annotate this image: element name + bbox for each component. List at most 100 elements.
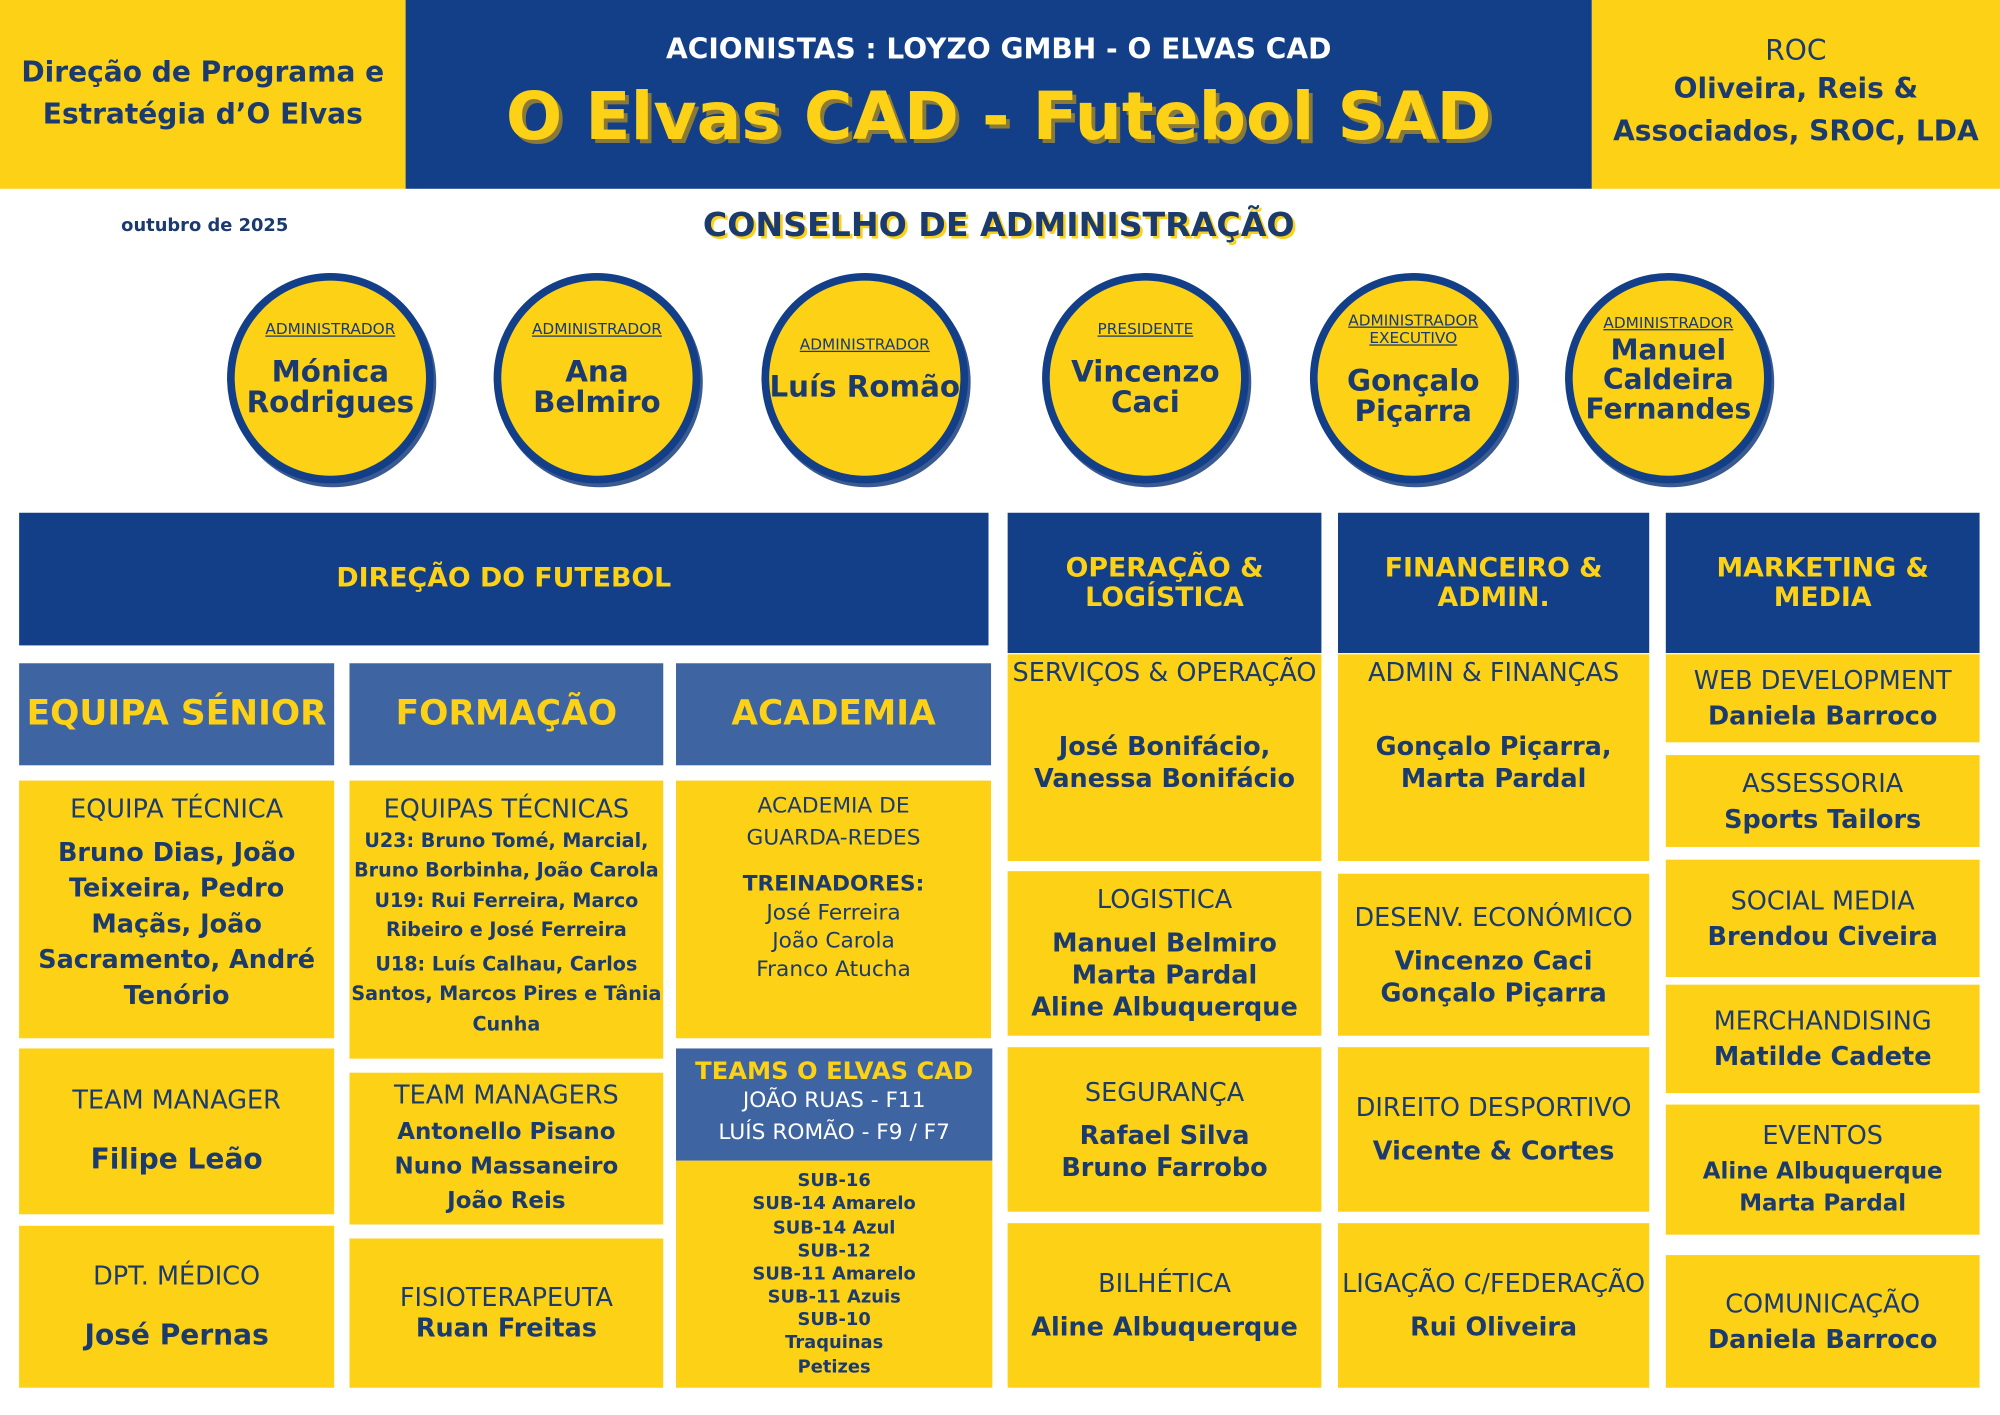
box-names: José Pernas bbox=[84, 1319, 269, 1352]
box-label: FISIOTERAPEUTA bbox=[399, 1281, 613, 1313]
box-label: COMUNICAÇÃO bbox=[1725, 1287, 1921, 1319]
shareholders-text: ACIONISTAS : LOYZO GMBH - O ELVAS CAD bbox=[666, 33, 1332, 66]
squad-item: SUB-10 bbox=[797, 1310, 871, 1331]
box-label: ACADEMIA DE GUARDA-REDES bbox=[746, 793, 921, 851]
trainer: Franco Atucha bbox=[756, 956, 911, 982]
box-label: SEGURANÇA bbox=[1084, 1075, 1245, 1107]
squad-item: SUB-14 Amarelo bbox=[752, 1194, 916, 1215]
box-names: Sports Tailors bbox=[1724, 802, 1922, 834]
department-box: ADMIN & FINANÇAS Gonçalo Piçarra, Marta … bbox=[1337, 654, 1650, 861]
board-member-0: ADMINISTRADOR Mónica Rodrigues bbox=[227, 272, 434, 484]
box-label: WEB DEVELOPMENT bbox=[1693, 664, 1952, 696]
formation-title: FORMAÇÃO bbox=[395, 694, 618, 734]
box-label: DPT. MÉDICO bbox=[93, 1259, 261, 1291]
box-names: Vincenzo Caci Gonçalo Piçarra bbox=[1380, 944, 1607, 1008]
department-box: SOCIAL MEDIA Brendou Civeira bbox=[1665, 859, 1980, 978]
box-label: SERVIÇOS & OPERAÇÃO bbox=[1012, 656, 1317, 688]
football-direction-header: DIREÇÃO DO FUTEBOL bbox=[19, 512, 989, 646]
trainer: José Ferreira bbox=[766, 899, 901, 926]
box-label: DESENV. ECONÓMICO bbox=[1354, 901, 1633, 932]
u18-staff: U18: Luís Calhau, Carlos Santos, Marcos … bbox=[351, 952, 662, 1036]
trainers-label: TREINADORES: bbox=[742, 871, 925, 898]
box-label: LOGISTICA bbox=[1096, 883, 1233, 915]
board-member-3: PRESIDENTE Vincenzo Caci bbox=[1042, 272, 1249, 484]
department-box: MERCHANDISING Matilde Cadete bbox=[1665, 984, 1980, 1094]
box-names: Antonello Pisano Nuno Massaneiro João Re… bbox=[394, 1118, 619, 1215]
box-names: Bruno Dias, João Teixeira, Pedro Maçãs, … bbox=[38, 836, 316, 1011]
box-names: Rui Oliveira bbox=[1410, 1311, 1578, 1342]
board-name: Luís Romão bbox=[769, 370, 961, 404]
board-name: Manuel Caldeira Fernandes bbox=[1585, 335, 1752, 427]
teams-line: LUÍS ROMÃO - F9 / F7 bbox=[718, 1120, 950, 1146]
box-label: TEAM MANAGERS bbox=[394, 1079, 619, 1110]
department-box: LIGAÇÃO C/FEDERAÇÃO Rui Oliveira bbox=[1337, 1223, 1650, 1388]
box-label: MERCHANDISING bbox=[1713, 1005, 1932, 1036]
department-box: DIREITO DESPORTIVO Vicente & Cortes bbox=[1337, 1047, 1650, 1212]
box-names: Filipe Leão bbox=[90, 1144, 263, 1177]
medical-department-box: DPT. MÉDICO José Pernas bbox=[19, 1225, 335, 1388]
box-names: Rafael Silva Bruno Farrobo bbox=[1061, 1119, 1268, 1182]
box-names: Brendou Civeira bbox=[1707, 920, 1938, 951]
department-box: BILHÉTICA Aline Albuquerque bbox=[1007, 1223, 1322, 1388]
squad-item: Petizes bbox=[797, 1356, 871, 1378]
box-label: EQUIPA TÉCNICA bbox=[70, 793, 284, 824]
box-names: Ruan Freitas bbox=[415, 1312, 597, 1344]
box-names: Daniela Barroco bbox=[1707, 700, 1938, 731]
u19-staff: U19: Rui Ferreira, Marco Ribeiro e José … bbox=[374, 888, 639, 942]
box-names: Vicente & Cortes bbox=[1372, 1135, 1615, 1166]
board-role: ADMINISTRADOR bbox=[531, 320, 662, 339]
team-managers-box: TEAM MANAGERS Antonello Pisano Nuno Mass… bbox=[349, 1072, 664, 1225]
box-label: ASSESSORIA bbox=[1742, 767, 1904, 798]
department-box: SEGURANÇA Rafael Silva Bruno Farrobo bbox=[1007, 1047, 1322, 1212]
program-direction-box: Direção de Programa e Estratégia d’O Elv… bbox=[0, 0, 406, 189]
board-role: ADMINISTRADOR EXECUTIVO bbox=[1348, 311, 1479, 348]
squad-item: SUB-12 bbox=[797, 1240, 871, 1262]
box-names: Aline Albuquerque bbox=[1031, 1311, 1298, 1342]
teams-line: JOÃO RUAS - F11 bbox=[742, 1087, 926, 1114]
department-box: COMUNICAÇÃO Daniela Barroco bbox=[1665, 1255, 1980, 1388]
technical-staff-box: EQUIPA TÉCNICA Bruno Dias, João Teixeira… bbox=[19, 780, 335, 1039]
title-banner: ACIONISTAS : LOYZO GMBH - O ELVAS CAD O … bbox=[405, 0, 1592, 189]
goalkeeper-academy-box: ACADEMIA DE GUARDA-REDES TREINADORES: Jo… bbox=[676, 780, 992, 1039]
date-label: outubro de 2025 bbox=[121, 215, 289, 236]
board-name: Vincenzo Caci bbox=[1071, 355, 1220, 420]
program-direction-text: Direção de Programa e Estratégia d’O Elv… bbox=[21, 57, 385, 132]
box-label: SOCIAL MEDIA bbox=[1730, 884, 1915, 916]
football-direction-title: DIREÇÃO DO FUTEBOL bbox=[336, 563, 672, 594]
box-names: José Bonifácio, Vanessa Bonifácio bbox=[1033, 730, 1296, 794]
department-header: FINANCEIRO & ADMIN. bbox=[1337, 512, 1650, 654]
academy-title: ACADEMIA bbox=[731, 694, 936, 734]
board-name: Mónica Rodrigues bbox=[246, 355, 415, 420]
squad-item: SUB-11 Amarelo bbox=[752, 1263, 916, 1285]
box-names: Manuel Belmiro Marta Pardal Aline Albuqu… bbox=[1031, 927, 1298, 1022]
box-label: EVENTOS bbox=[1762, 1119, 1883, 1151]
trainer: João Carola bbox=[772, 928, 895, 954]
department-title: MARKETING & MEDIA bbox=[1716, 552, 1929, 613]
box-names: Matilde Cadete bbox=[1713, 1040, 1932, 1072]
board-name: Ana Belmiro bbox=[533, 355, 661, 420]
department-header: MARKETING & MEDIA bbox=[1665, 512, 1980, 654]
academy-header: ACADEMIA bbox=[676, 663, 992, 766]
page-title: O Elvas CAD - Futebol SAD bbox=[505, 78, 1492, 155]
department-box: LOGISTICA Manuel Belmiro Marta Pardal Al… bbox=[1007, 871, 1322, 1036]
roc-label: ROC bbox=[1765, 35, 1827, 68]
box-label: BILHÉTICA bbox=[1098, 1267, 1231, 1299]
box-names: Aline Albuquerque Marta Pardal bbox=[1702, 1157, 1943, 1217]
squad-item: SUB-16 bbox=[797, 1171, 871, 1192]
senior-team-title: EQUIPA SÉNIOR bbox=[26, 694, 327, 734]
department-box: ASSESSORIA Sports Tailors bbox=[1665, 755, 1980, 847]
senior-team-header: EQUIPA SÉNIOR bbox=[19, 663, 335, 766]
board-member-2: ADMINISTRADOR Luís Romão bbox=[761, 272, 969, 484]
box-label: DIREITO DESPORTIVO bbox=[1355, 1091, 1632, 1123]
roc-name: Oliveira, Reis & Associados, SROC, LDA bbox=[1613, 74, 1979, 149]
box-label: ADMIN & FINANÇAS bbox=[1368, 656, 1620, 688]
department-title: FINANCEIRO & ADMIN. bbox=[1384, 552, 1603, 613]
box-label: LIGAÇÃO C/FEDERAÇÃO bbox=[1342, 1267, 1646, 1299]
board-title: CONSELHO DE ADMINISTRAÇÃO bbox=[702, 206, 1295, 245]
formation-header: FORMAÇÃO bbox=[349, 663, 664, 766]
board-member-5: ADMINISTRADOR Manuel Caldeira Fernandes bbox=[1565, 272, 1772, 484]
board-role: ADMINISTRADOR bbox=[265, 320, 396, 339]
department-box: EVENTOS Aline Albuquerque Marta Pardal bbox=[1665, 1104, 1980, 1235]
